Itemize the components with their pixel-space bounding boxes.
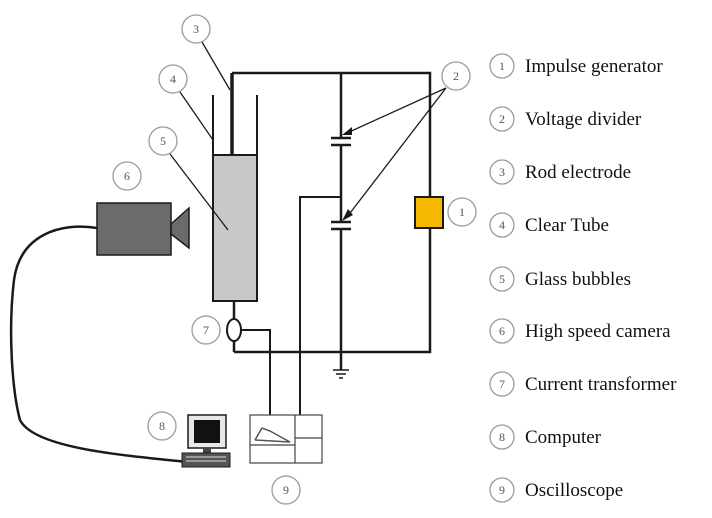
circuit-wires <box>230 71 432 415</box>
top-wire <box>232 71 432 197</box>
leader-3 <box>201 41 231 91</box>
callout-number: 2 <box>453 69 459 83</box>
camera-icon <box>96 202 190 256</box>
callout-2: 2 <box>441 61 471 91</box>
leader-2a <box>346 87 447 134</box>
impulse-generator-box <box>414 196 444 229</box>
glass-bubbles-fill <box>212 154 258 302</box>
callout-6: 6 <box>112 161 142 191</box>
capacitor-icon <box>331 220 351 231</box>
legend-number: 1 <box>499 59 505 73</box>
legend-label: Computer <box>525 427 602 448</box>
legend-label: Clear Tube <box>525 215 609 236</box>
legend-number: 9 <box>499 483 505 497</box>
legend-number: 2 <box>499 112 505 126</box>
legend-label: Rod electrode <box>525 162 631 183</box>
legend: 1 Impulse generator 2 Voltage divider 3 … <box>489 53 677 503</box>
ground-icon <box>333 369 349 379</box>
callout-8: 8 <box>147 411 177 441</box>
legend-item: 8 Computer <box>489 424 602 450</box>
callout-number: 6 <box>124 169 130 183</box>
divider-tap-wire <box>299 196 341 415</box>
callout-4: 4 <box>158 64 188 94</box>
legend-item: 3 Rod electrode <box>489 159 631 185</box>
current-transformer-icon <box>226 318 242 342</box>
callout-number: 5 <box>160 134 166 148</box>
legend-number: 3 <box>499 165 505 179</box>
legend-item: 7 Current transformer <box>489 371 677 397</box>
callout-5: 5 <box>148 126 178 156</box>
legend-label: High speed camera <box>525 321 671 342</box>
legend-item: 4 Clear Tube <box>489 212 609 238</box>
callout-7: 7 <box>191 315 221 345</box>
leader-4 <box>179 91 214 141</box>
bottom-wire <box>234 228 432 354</box>
legend-label: Glass bubbles <box>525 269 631 290</box>
legend-number: 4 <box>499 218 505 232</box>
legend-label: Oscilloscope <box>525 480 623 501</box>
camera-cable <box>9 225 188 464</box>
callout-3: 3 <box>181 14 211 44</box>
leader-arrowheads <box>342 127 353 221</box>
legend-item: 6 High speed camera <box>489 318 671 344</box>
callout-number: 9 <box>283 483 289 497</box>
legend-item: 2 Voltage divider <box>489 106 642 132</box>
leader-5 <box>169 153 229 231</box>
callout-number: 4 <box>170 72 176 86</box>
callout-number: 3 <box>193 22 199 36</box>
legend-number: 8 <box>499 430 505 444</box>
legend-label: Current transformer <box>525 374 677 395</box>
legend-label: Impulse generator <box>525 56 663 77</box>
capacitor-icon <box>331 136 351 147</box>
legend-item: 9 Oscilloscope <box>489 477 623 503</box>
legend-label: Voltage divider <box>525 109 642 130</box>
callout-leaders <box>169 41 447 231</box>
oscilloscope-icon <box>249 414 323 464</box>
leader-2b <box>346 87 447 218</box>
legend-item: 5 Glass bubbles <box>489 266 631 292</box>
ct-signal-wire <box>241 329 271 415</box>
legend-number: 6 <box>499 324 505 338</box>
clear-tube <box>212 95 258 155</box>
legend-number: 7 <box>499 377 505 391</box>
computer-icon <box>181 414 231 468</box>
callout-1: 1 <box>447 197 477 227</box>
callout-number: 1 <box>459 205 465 219</box>
callout-9: 9 <box>271 475 301 505</box>
legend-number: 5 <box>499 272 505 286</box>
callout-number: 8 <box>159 419 165 433</box>
legend-item: 1 Impulse generator <box>489 53 663 79</box>
callout-number: 7 <box>203 323 209 337</box>
